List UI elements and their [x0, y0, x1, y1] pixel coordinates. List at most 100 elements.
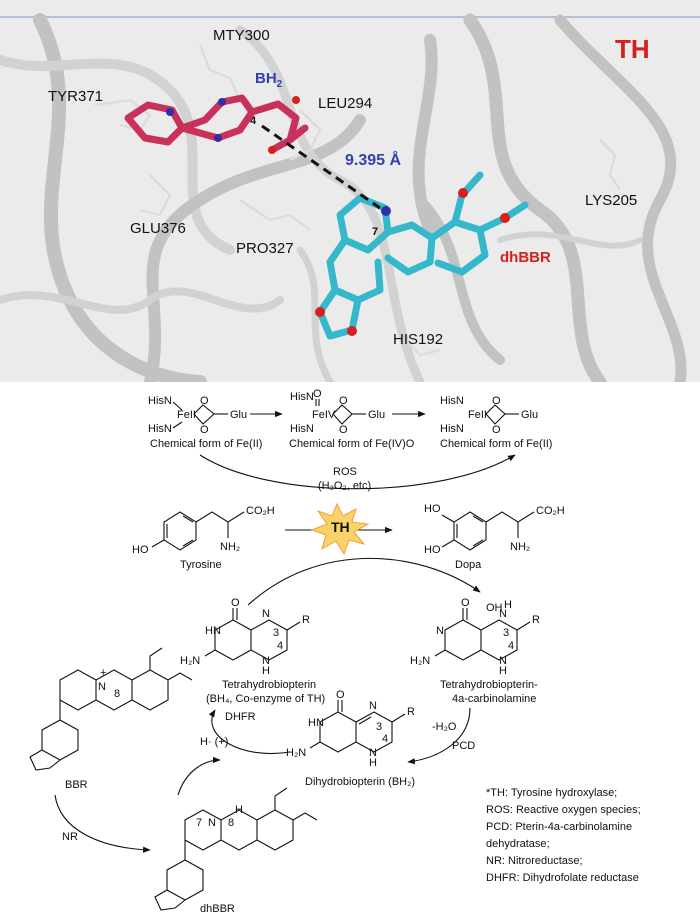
ros-cycle-arrow: [199, 454, 516, 490]
svg-text:OH: OH: [486, 602, 503, 614]
fe2-left-caption: Chemical form of Fe(II): [150, 438, 262, 450]
legend-line-pcd-cont: dehydratase;: [486, 838, 550, 850]
dhbbr-ligand: [315, 171, 529, 340]
svg-text:Glu: Glu: [368, 409, 385, 421]
svg-text:4: 4: [508, 640, 514, 652]
bh2-to-bh4-arrow: [208, 709, 291, 754]
svg-text:R: R: [302, 614, 310, 626]
svg-text:HisN: HisN: [148, 395, 172, 407]
protein-ribbons: [0, 13, 687, 382]
carbinolamine-subtitle: 4a-carbinolamine: [452, 693, 536, 705]
bbr-to-dhbbr-arrow: [54, 794, 151, 853]
svg-text:O: O: [200, 395, 209, 407]
svg-text:HN: HN: [205, 625, 221, 637]
svg-text:H₂N: H₂N: [180, 655, 200, 667]
fe2-right-caption: Chemical form of Fe(II): [440, 438, 552, 450]
svg-text:O: O: [339, 424, 348, 436]
reaction-scheme-panel: HisN HisN FeII O O Glu Chemical form of …: [29, 388, 641, 915]
svg-text:8: 8: [114, 688, 120, 700]
th-enzyme-burst: [310, 502, 370, 556]
svg-text:Glu: Glu: [230, 409, 247, 421]
residue-label-lys205: LYS205: [585, 192, 637, 209]
svg-text:FeIV: FeIV: [312, 409, 336, 421]
legend-line-nr: NR: Nitroreductase;: [486, 855, 583, 867]
enzyme-label: TH: [615, 34, 650, 64]
svg-text:H: H: [504, 599, 512, 611]
svg-text:HisN: HisN: [440, 423, 464, 435]
svg-text:HO: HO: [132, 544, 149, 556]
svg-text:3: 3: [503, 627, 509, 639]
svg-text:O: O: [336, 689, 345, 701]
residue-label-tyr371: TYR371: [48, 88, 103, 105]
svg-text:O: O: [231, 597, 240, 609]
svg-text:HO: HO: [424, 544, 441, 556]
carbinolamine-name: Tetrahydrobiopterin-: [440, 679, 538, 691]
legend-line-dhfr: DHFR: Dihydrofolate reductase: [486, 872, 639, 884]
nr-label: NR: [62, 831, 78, 843]
svg-text:3: 3: [376, 721, 382, 733]
svg-text:N: N: [369, 747, 377, 759]
svg-text:N: N: [262, 608, 270, 620]
svg-text:HisN: HisN: [148, 423, 172, 435]
svg-text:+: +: [100, 667, 106, 679]
dopa-label: Dopa: [455, 559, 482, 571]
bh4-subtitle: (BH₄, Co-enzyme of TH): [206, 693, 325, 705]
ros-detail-label: (H₂O₂, etc): [318, 480, 371, 492]
bh4-name: Tetrahydrobiopterin: [222, 679, 316, 691]
svg-text:N: N: [499, 655, 507, 667]
tyrosine-structure: CO₂H NH₂ HO Tyrosine: [132, 505, 275, 571]
ros-label: ROS: [333, 466, 357, 478]
dhfr-label: DHFR: [225, 711, 256, 723]
water-loss-label: -H₂O: [432, 721, 457, 733]
th-enzyme-label: TH: [331, 519, 350, 535]
svg-text:H₂N: H₂N: [286, 747, 306, 759]
svg-text:R: R: [407, 706, 415, 718]
svg-text:H: H: [235, 804, 243, 816]
carbinolamine-structure: O OH N N H N H 3 4 R H₂N Tetrahydrobiopt…: [410, 597, 540, 705]
residue-label-leu294: LEU294: [318, 95, 372, 112]
svg-text:7: 7: [196, 817, 202, 829]
svg-text:O: O: [492, 424, 501, 436]
svg-text:NH₂: NH₂: [510, 541, 530, 553]
svg-text:N: N: [208, 817, 216, 829]
bh2-ligand: [124, 94, 309, 154]
svg-text:NH₂: NH₂: [220, 541, 240, 553]
svg-text:H: H: [262, 665, 270, 677]
bh2-structure: O HN N N H 3 4 R H₂N Dihydrobiopterin (B…: [286, 689, 415, 788]
residue-label-pro327: PRO327: [236, 240, 294, 257]
svg-text:O: O: [492, 395, 501, 407]
bh4-to-carbinolamine-arrow: [247, 557, 481, 606]
fe4-caption: Chemical form of Fe(IV)O: [289, 438, 415, 450]
residue-sticks: [94, 44, 621, 357]
residue-label-mty300: MTY300: [213, 27, 270, 44]
dhbbr-label: dhBBR: [200, 903, 235, 915]
fe2-complex-right: HisN HisN FeII O O Glu Chemical form of …: [440, 395, 552, 450]
carbinolamine-to-bh2-arrow: [407, 707, 471, 765]
legend-line-pcd: PCD: Pterin-4a-carbinolamine: [486, 821, 632, 833]
legend-line-ros: ROS: Reactive oxygen species;: [486, 804, 641, 816]
bbr-label: BBR: [65, 779, 88, 791]
docking-structure-panel: TH MTY300 TYR371 LEU294 GLU376 PRO327 LY…: [0, 0, 700, 382]
svg-text:N: N: [98, 681, 106, 693]
svg-text:O: O: [339, 395, 348, 407]
fe4-complex: HisN HisN O FeIV O O Glu Chemical form o…: [289, 388, 415, 450]
dopa-structure: CO₂H NH₂ HO HO Dopa: [424, 503, 565, 571]
svg-text:O: O: [461, 597, 470, 609]
fe2-complex-left: HisN HisN FeII O O Glu Chemical form of …: [148, 395, 262, 450]
svg-text:N: N: [369, 700, 377, 712]
svg-text:O: O: [200, 424, 209, 436]
bh4-structure: O HN N H N 3 4 R H₂N Tetrahydrobiopterin…: [180, 597, 325, 705]
dhbbr-to-bbr-arrow: [177, 756, 221, 796]
svg-text:H₂N: H₂N: [410, 655, 430, 667]
residue-label-his192: HIS192: [393, 331, 443, 348]
svg-text:HisN: HisN: [440, 395, 464, 407]
svg-text:HO: HO: [424, 503, 441, 515]
svg-text:FeII: FeII: [468, 409, 487, 421]
svg-text:N: N: [436, 625, 444, 637]
legend-line-th: *TH: Tyrosine hydroxylase;: [486, 787, 617, 799]
svg-text:HisN: HisN: [290, 423, 314, 435]
bh2-atom-number: 4: [250, 115, 257, 127]
svg-text:CO₂H: CO₂H: [246, 505, 275, 517]
residue-label-glu376: GLU376: [130, 220, 186, 237]
h-plus-label: H· (+): [200, 736, 228, 748]
